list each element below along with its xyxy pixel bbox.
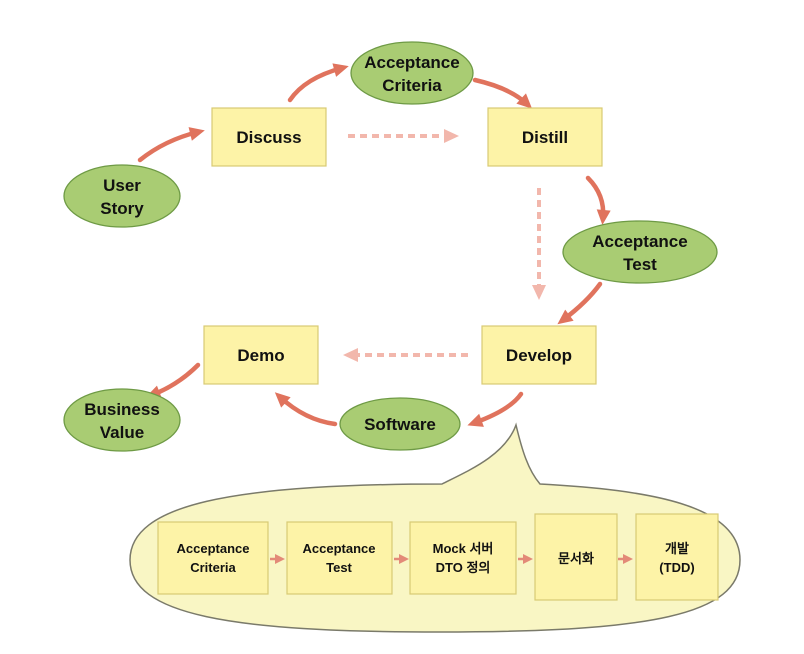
step-acceptance-criteria: Acceptance Criteria	[157, 521, 269, 595]
step-development-line1: 개발	[665, 541, 689, 556]
node-business-value-line1: Business	[84, 400, 160, 419]
step-documentation: 문서화	[534, 513, 618, 601]
node-software-label: Software	[364, 415, 436, 434]
arrow-demo-to-business	[145, 362, 201, 399]
node-discuss: Discuss	[211, 107, 327, 167]
node-develop-label: Develop	[506, 346, 572, 365]
node-acceptance-test: Acceptance Test	[562, 220, 718, 284]
step-mock-server-dto: Mock 서버 DTO 정의	[409, 521, 517, 595]
node-business-value-line2: Value	[100, 423, 144, 442]
node-develop: Develop	[481, 325, 597, 385]
arrow-software-to-demo	[274, 392, 338, 427]
step-acceptance-test: Acceptance Test	[286, 521, 393, 595]
arrow-discuss-to-criteria	[287, 63, 349, 103]
arrow-test-to-develop	[557, 281, 603, 325]
node-software: Software	[339, 397, 461, 451]
node-acceptance-criteria-line1: Acceptance	[364, 53, 459, 72]
node-discuss-label: Discuss	[236, 128, 301, 147]
node-acceptance-criteria: Acceptance Criteria	[350, 41, 474, 105]
arrow-criteria-to-distill	[472, 77, 533, 109]
step-mock-server-line2: DTO 정의	[436, 560, 491, 575]
arrow-develop-to-software	[467, 391, 524, 427]
node-business-value: Business Value	[63, 388, 181, 452]
step-acceptance-criteria-line1: Acceptance	[177, 541, 250, 556]
node-demo: Demo	[203, 325, 319, 385]
node-user-story-line1: User	[103, 176, 141, 195]
step-acceptance-test-line2: Test	[326, 560, 352, 575]
node-acceptance-test-line2: Test	[623, 255, 657, 274]
arrow-userstory-to-discuss	[137, 127, 205, 163]
node-acceptance-criteria-line2: Criteria	[382, 76, 442, 95]
step-acceptance-test-line1: Acceptance	[303, 541, 376, 556]
node-distill-label: Distill	[522, 128, 568, 147]
node-acceptance-test-line1: Acceptance	[592, 232, 687, 251]
step-development-tdd: 개발 (TDD)	[635, 513, 719, 601]
node-distill: Distill	[487, 107, 603, 167]
step-documentation-label: 문서화	[558, 551, 594, 566]
arrow-distill-to-test	[585, 175, 611, 225]
node-demo-label: Demo	[237, 346, 284, 365]
step-acceptance-criteria-line2: Criteria	[190, 560, 236, 575]
node-user-story-line2: Story	[100, 199, 144, 218]
step-mock-server-line1: Mock 서버	[433, 541, 494, 556]
step-development-line2: (TDD)	[659, 560, 694, 575]
node-user-story: User Story	[63, 164, 181, 228]
